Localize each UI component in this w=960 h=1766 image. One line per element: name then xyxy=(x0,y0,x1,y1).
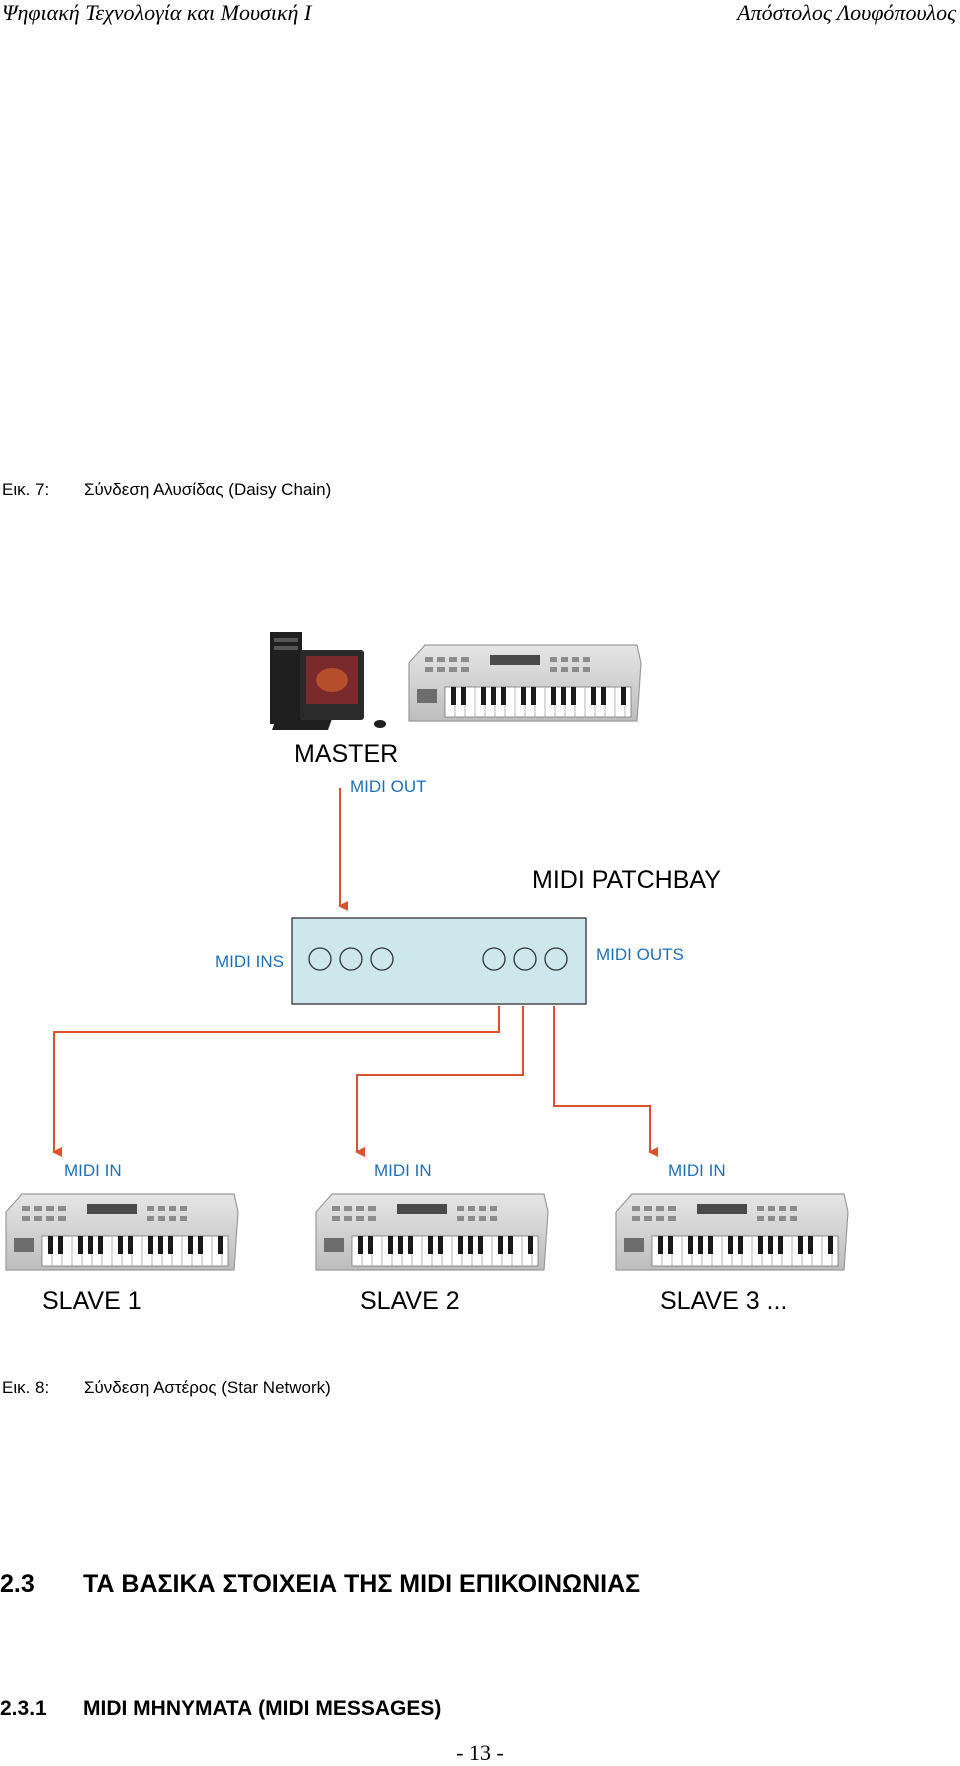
subsection-heading: 2.3.1 MIDI ΜΗΝΥΜΑΤΑ (MIDI MESSAGES) xyxy=(0,1697,441,1721)
midi-in-port xyxy=(370,947,394,971)
slave-3-label: SLAVE 3 ... xyxy=(660,1287,788,1315)
slave-1-keyboard-icon xyxy=(5,1193,239,1271)
master-label: MASTER xyxy=(294,740,399,768)
midi-out-port xyxy=(544,947,568,971)
slave-2-midi-in-label: MIDI IN xyxy=(374,1161,432,1180)
midi-in-port xyxy=(308,947,332,971)
star-network-diagram: MASTER MIDI OUT MIDI PATCHBAY MIDI INS M… xyxy=(0,620,960,1320)
midi-patchbay xyxy=(291,917,587,1005)
midi-out-port xyxy=(513,947,537,971)
figure-7-text: Σύνδεση Αλυσίδας (Daisy Chain) xyxy=(84,480,332,499)
figure-7-number: Εικ. 7: xyxy=(2,480,50,499)
midi-in-port xyxy=(339,947,363,971)
figure-8-text: Σύνδεση Αστέρος (Star Network) xyxy=(84,1378,331,1397)
slave-3-keyboard-icon xyxy=(615,1193,849,1271)
slave-2-label: SLAVE 2 xyxy=(360,1287,460,1315)
slave-3-midi-in-label: MIDI IN xyxy=(668,1161,726,1180)
subsection-title: MIDI ΜΗΝΥΜΑΤΑ (MIDI MESSAGES) xyxy=(83,1697,442,1720)
slave-1-midi-in-label: MIDI IN xyxy=(64,1161,122,1180)
patchbay-label: MIDI PATCHBAY xyxy=(532,866,721,894)
figure-8-caption: Εικ. 8: Σύνδεση Αστέρος (Star Network) xyxy=(2,1378,331,1398)
section-number: 2.3 xyxy=(0,1570,35,1598)
patchbay-to-slave-1-line xyxy=(52,1006,500,1157)
header-left: Ψηφιακή Τεχνολογία και Μουσική Ι xyxy=(2,0,312,25)
figure-8-number: Εικ. 8: xyxy=(2,1378,50,1397)
midi-ins-label: MIDI INS xyxy=(215,952,284,971)
header-right: Απόστολος Λουφόπουλος xyxy=(737,0,956,25)
page-number: - 13 - xyxy=(456,1740,504,1765)
slave-2-keyboard-icon xyxy=(315,1193,549,1271)
diagram-svg xyxy=(5,632,849,1271)
computer-icon xyxy=(270,632,386,730)
section-heading: 2.3 ΤΑ ΒΑΣΙΚΑ ΣΤΟΙΧΕΙΑ ΤΗΣ MIDI ΕΠΙΚΟΙΝΩΝ… xyxy=(0,1570,640,1599)
patchbay-to-slave-3-line xyxy=(553,1006,658,1157)
master-midi-out-label: MIDI OUT xyxy=(350,777,427,796)
slave-1-label: SLAVE 1 xyxy=(42,1287,142,1315)
subsection-number: 2.3.1 xyxy=(0,1697,47,1720)
figure-7-caption: Εικ. 7: Σύνδεση Αλυσίδας (Daisy Chain) xyxy=(2,480,331,500)
patchbay-to-slave-2-line xyxy=(355,1006,524,1157)
section-title: ΤΑ ΒΑΣΙΚΑ ΣΤΟΙΧΕΙΑ ΤΗΣ MIDI ΕΠΙΚΟΙΝΩΝΙΑΣ xyxy=(83,1570,641,1598)
midi-outs-label: MIDI OUTS xyxy=(596,945,684,964)
master-keyboard-icon xyxy=(408,644,642,722)
midi-out-port xyxy=(482,947,506,971)
